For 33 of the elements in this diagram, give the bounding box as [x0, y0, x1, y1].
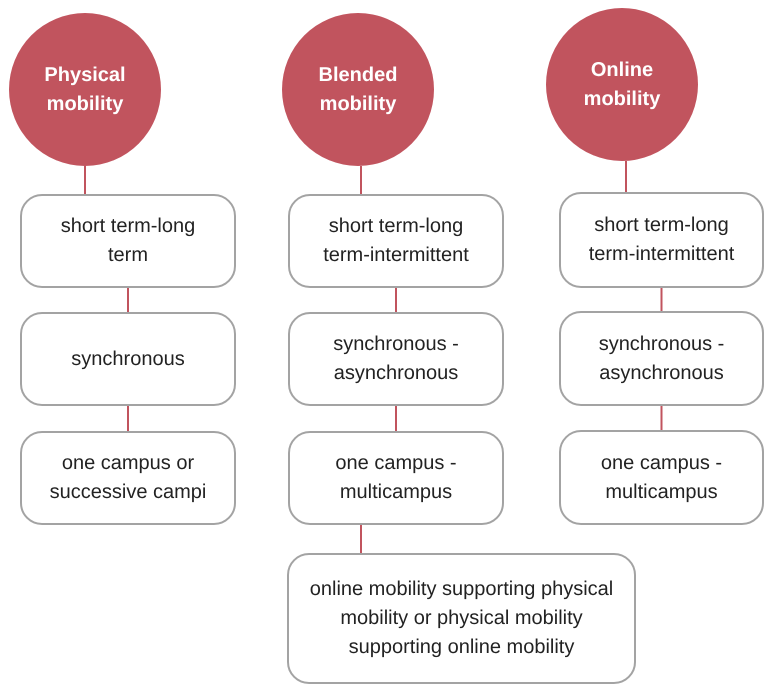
connector-line [395, 288, 397, 312]
attribute-label: short term-long term-intermittent [322, 214, 470, 268]
attribute-box [20, 194, 236, 288]
attribute-label: one campus - multicampus [334, 451, 458, 505]
attribute-box [559, 311, 764, 406]
connector-line [127, 406, 129, 431]
attribute-label: short term-long term [60, 214, 196, 268]
attribute-label: synchronous - asynchronous [598, 332, 726, 386]
attribute-label: synchronous - asynchronous [332, 332, 460, 386]
attribute-box [20, 431, 236, 525]
attribute-box [287, 553, 636, 684]
attribute-label: synchronous [71, 346, 185, 372]
connector-line [127, 288, 129, 312]
attribute-box [559, 192, 764, 288]
attribute-box [288, 312, 504, 406]
attribute-label: online mobility supporting physical mobility or physical mobility supporting online mobility [308, 577, 614, 660]
connector-line [625, 161, 627, 192]
connector-line [360, 166, 362, 194]
connector-line [660, 288, 662, 311]
attribute-box [288, 431, 504, 525]
attribute-box [559, 430, 764, 525]
category-label: Blended mobility [318, 62, 398, 116]
attribute-box [20, 312, 236, 406]
attribute-label: one campus or successive campi [48, 451, 208, 505]
connector-line [395, 406, 397, 431]
category-label: Physical mobility [43, 62, 127, 116]
attribute-box [288, 194, 504, 288]
connector-line [84, 166, 86, 194]
attribute-label: short term-long term-intermittent [588, 213, 736, 267]
category-label: Online mobility [582, 58, 662, 112]
connector-line [660, 406, 662, 430]
connector-line [360, 525, 362, 553]
attribute-label: one campus - multicampus [600, 450, 724, 504]
